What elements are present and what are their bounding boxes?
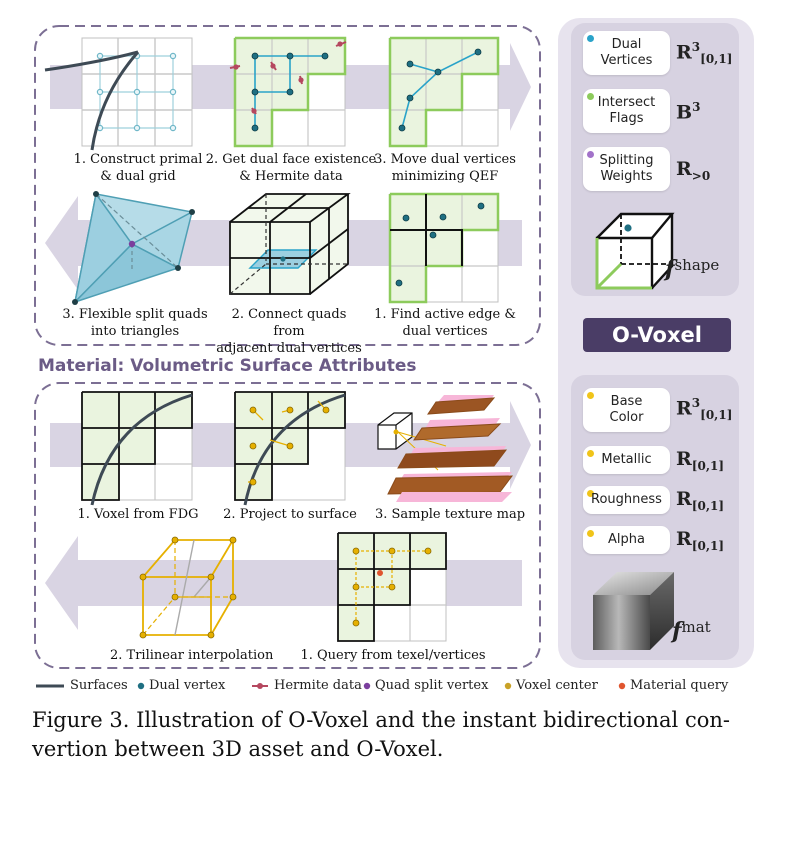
attr-symbol-roughness: R[0,1] bbox=[676, 488, 725, 513]
figure-caption: Figure 3. Illustration of O-Voxel and th… bbox=[32, 708, 730, 761]
active-edge-panel bbox=[388, 192, 500, 304]
attr-label-splitting-weights: Splitting Weights bbox=[599, 153, 654, 184]
attr-card-roughness: Roughness bbox=[583, 486, 670, 514]
attr-symbol-metallic: R[0,1] bbox=[676, 448, 725, 473]
shape-feature-cube-icon bbox=[595, 212, 675, 290]
legend-quad-split-dot bbox=[363, 682, 371, 690]
step-flexible-split: 3. Flexible split quads into triangles bbox=[62, 307, 208, 339]
attr-label-dual-vertices: Dual Vertices bbox=[600, 37, 653, 68]
legend-material-query: Material query bbox=[630, 678, 729, 693]
legend-voxel-center: Voxel center bbox=[516, 678, 598, 693]
attr-label-intersect-flags: Intersect Flags bbox=[597, 95, 656, 126]
step-construct-grid: 1. Construct primal & dual grid bbox=[73, 152, 203, 184]
attr-card-splitting-weights: Splitting Weights bbox=[583, 147, 670, 191]
attr-dot-metallic bbox=[587, 450, 594, 457]
legend-material-query-dot bbox=[618, 682, 626, 690]
legend-dual-vertex-dot bbox=[137, 682, 145, 690]
attr-dot-alpha bbox=[587, 530, 594, 537]
material-section-title: Material: Volumetric Surface Attributes bbox=[38, 356, 417, 376]
step-move-dual: 3. Move dual vertices minimizing QEF bbox=[374, 152, 516, 184]
dual-face-existence-panel bbox=[229, 36, 347, 148]
step-active-edge: 1. Find active edge & dual vertices bbox=[374, 307, 516, 339]
material-feature-cube-icon bbox=[593, 572, 674, 650]
attr-dot-base-color bbox=[587, 392, 594, 399]
legend-surfaces: Surfaces bbox=[70, 678, 128, 693]
attr-label-alpha: Alpha bbox=[608, 532, 645, 547]
o-voxel-label: O-Voxel bbox=[583, 318, 731, 352]
attr-symbol-intersect-flags: B3 bbox=[676, 100, 701, 124]
attr-dot-intersect-flags bbox=[587, 93, 594, 100]
legend-markers bbox=[36, 682, 626, 690]
material-backward-arrow bbox=[45, 536, 522, 630]
legend-hermite-dot bbox=[257, 683, 263, 689]
attr-dot-dual-vertices bbox=[587, 35, 594, 42]
trilinear-interpolation-panel bbox=[139, 536, 237, 639]
query-texel-panel bbox=[337, 532, 447, 642]
attr-card-intersect-flags: Intersect Flags bbox=[583, 89, 670, 133]
project-to-surface-panel bbox=[234, 391, 346, 506]
shape-feature-symbol: fshape bbox=[665, 256, 720, 282]
step-project-surface: 2. Project to surface bbox=[223, 507, 357, 522]
primal-dual-grid-panel bbox=[44, 37, 193, 151]
attr-label-metallic: Metallic bbox=[601, 452, 652, 467]
step-dual-face: 2. Get dual face existence & Hermite dat… bbox=[205, 152, 377, 184]
step-voxel-fdg: 1. Voxel from FDG bbox=[77, 507, 199, 522]
material-section-frame bbox=[34, 382, 541, 669]
attr-symbol-dual-vertices: R3[0,1] bbox=[676, 40, 733, 67]
attr-card-dual-vertices: Dual Vertices bbox=[583, 31, 670, 75]
attr-label-base-color: Base Color bbox=[609, 394, 644, 425]
attr-card-base-color: Base Color bbox=[583, 388, 670, 432]
step-query-texel: 1. Query from texel/vertices bbox=[300, 648, 486, 663]
legend-dual-vertex: Dual vertex bbox=[149, 678, 226, 693]
voxel-from-fdg-panel bbox=[81, 391, 193, 506]
legend-hermite-data: Hermite data bbox=[274, 678, 362, 693]
attr-dot-roughness bbox=[587, 490, 594, 497]
material-feature-symbol: fmat bbox=[672, 618, 711, 644]
attr-card-alpha: Alpha bbox=[583, 526, 670, 554]
connect-quads-panel bbox=[229, 193, 351, 295]
flexible-split-panel bbox=[72, 191, 195, 305]
attr-card-metallic: Metallic bbox=[583, 446, 670, 474]
geometry-section-frame bbox=[34, 25, 541, 346]
legend-quad-split-vertex: Quad split vertex bbox=[375, 678, 489, 693]
attr-symbol-base-color: R3[0,1] bbox=[676, 396, 733, 423]
step-sample-texture: 3. Sample texture map bbox=[374, 507, 526, 522]
step-trilinear: 2. Trilinear interpolation bbox=[110, 648, 274, 663]
texture-map-panel bbox=[377, 395, 514, 502]
attr-symbol-alpha: R[0,1] bbox=[676, 528, 725, 553]
attr-symbol-splitting-weights: R>0 bbox=[676, 158, 711, 183]
attr-dot-splitting-weights bbox=[587, 151, 594, 158]
move-dual-vertices-panel bbox=[388, 36, 500, 148]
legend-voxel-center-dot bbox=[504, 682, 512, 690]
step-connect-quads: 2. Connect quads from adjacent dual vert… bbox=[216, 307, 362, 356]
attr-label-roughness: Roughness bbox=[591, 492, 662, 507]
